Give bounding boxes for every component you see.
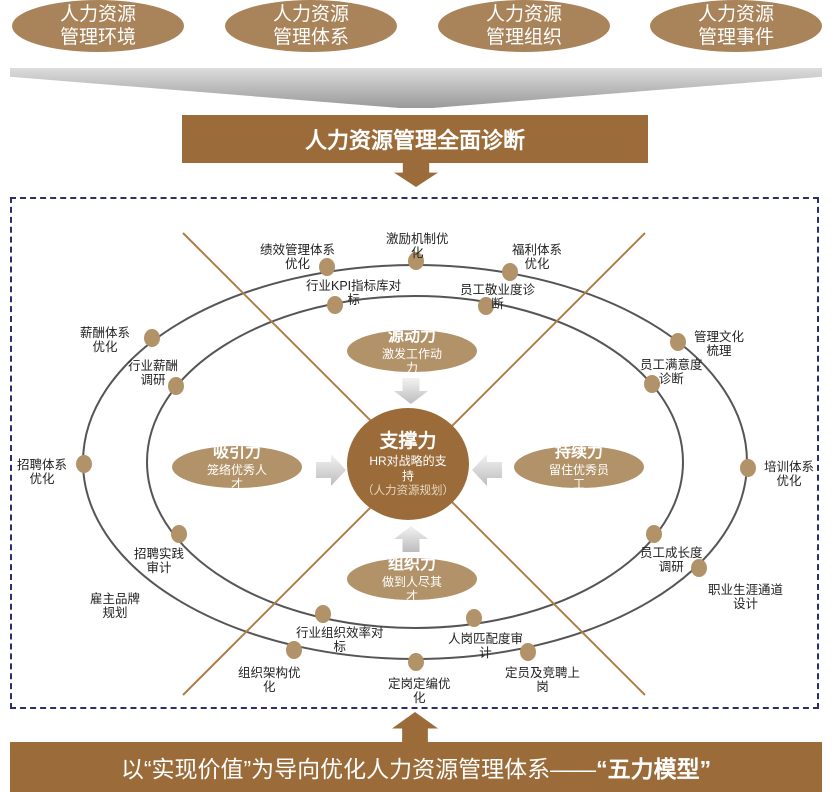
label-culture-review: 管理文化梳理 xyxy=(694,330,745,358)
label-industry-salary: 行业薪酬调研 xyxy=(128,359,179,387)
label-kpi-library: 行业KPI指标库对标 xyxy=(306,279,402,307)
label-recruit-audit: 招聘实践审计 xyxy=(134,547,185,575)
node-dot xyxy=(327,296,343,314)
label-incentive-opt: 激励机制优化 xyxy=(386,232,449,260)
node-dot xyxy=(520,643,536,661)
node-dot xyxy=(408,252,424,270)
top-box-environment: 人力资源 管理环境 xyxy=(12,0,184,52)
node-dot xyxy=(646,525,662,543)
label-recruit-opt: 招聘体系优化 xyxy=(17,458,68,486)
node-dot xyxy=(319,258,335,276)
label-employer-brand: 雇主品牌规划 xyxy=(90,592,141,620)
top-box-events: 人力资源 管理事件 xyxy=(650,0,822,52)
label-career-design: 职业生涯通道设计 xyxy=(708,583,784,611)
node-dot xyxy=(144,329,160,347)
label-staffing-opt: 定岗定编优化 xyxy=(388,677,451,705)
node-dot xyxy=(286,641,302,659)
force-left-oval: 吸引力 笼络优秀人 才 xyxy=(172,446,302,488)
force-top-oval: 源动力 激发工作动 力 xyxy=(347,330,477,372)
label-welfare-opt: 福利体系优化 xyxy=(512,243,563,271)
node-dot xyxy=(740,459,756,477)
model-frame xyxy=(10,197,819,709)
label-salary-opt: 薪酬体系优化 xyxy=(80,326,131,354)
label-satisfaction-diag: 员工满意度诊断 xyxy=(640,358,703,386)
node-dot xyxy=(466,609,482,627)
node-dot xyxy=(315,605,331,623)
label-training-opt: 培训体系优化 xyxy=(764,460,815,488)
diagnosis-banner: 人力资源管理全面诊断 xyxy=(182,115,648,163)
top-box-organization: 人力资源 管理组织 xyxy=(438,0,610,52)
center-support-circle: 支撑力 HR对战略的支 持 （人力资源规划） xyxy=(347,408,469,520)
node-dot xyxy=(171,525,187,543)
top-box-system: 人力资源 管理体系 xyxy=(225,0,397,52)
node-dot xyxy=(691,559,707,577)
node-dot xyxy=(670,333,686,351)
label-org-efficiency: 行业组织效率对标 xyxy=(296,626,384,654)
bottom-banner: 以“实现价值”为导向优化人力资源管理体系——“五力模型” xyxy=(10,742,822,792)
node-dot xyxy=(478,297,494,315)
label-engagement-diag: 员工敬业度诊断 xyxy=(460,283,536,311)
node-dot xyxy=(502,263,518,281)
label-org-structure: 组织架构优化 xyxy=(238,666,301,694)
label-staffing-compete: 定员及竞聘上岗 xyxy=(505,666,581,694)
node-dot xyxy=(76,455,92,473)
node-dot xyxy=(408,653,424,671)
label-growth-survey: 员工成长度调研 xyxy=(640,546,703,574)
node-dot xyxy=(168,377,184,395)
node-dot xyxy=(644,375,660,393)
label-job-match-audit: 人岗匹配度审计 xyxy=(448,632,524,660)
label-perf-opt: 绩效管理体系优化 xyxy=(260,243,336,271)
force-bottom-oval: 组织力 做到人尽其 才 xyxy=(347,558,477,600)
force-right-oval: 持续力 留住优秀员 工 xyxy=(514,446,644,488)
